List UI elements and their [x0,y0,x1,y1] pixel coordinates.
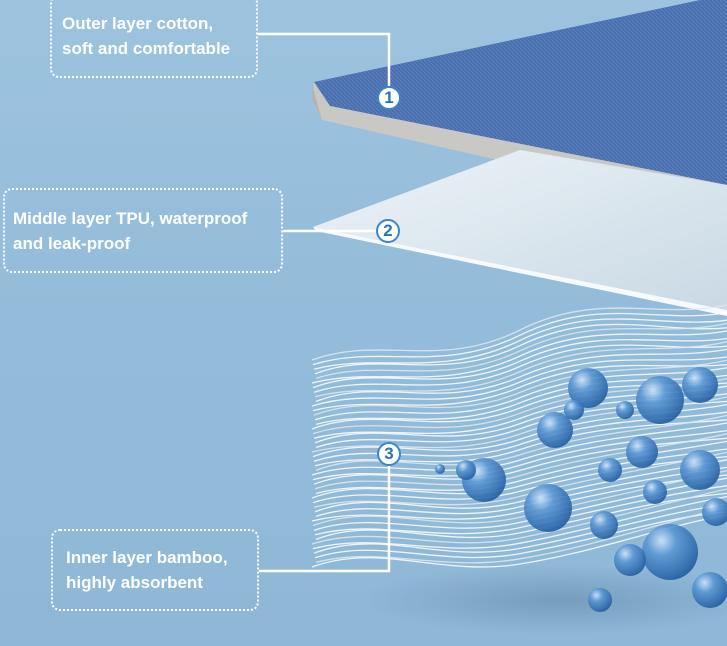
callout-inner-layer: Inner layer bamboo, highly absorbent [51,529,259,611]
water-droplets [435,367,727,612]
fiber-strand [314,323,727,375]
fiber-strand [314,459,727,513]
tpu-layer [313,150,727,316]
water-droplet-icon [537,412,573,448]
fiber-strand [312,363,727,412]
water-droplet-icon [598,458,622,482]
layer-number-badge-1: 1 [377,86,401,110]
water-droplet-icon [614,544,646,576]
shadow-bottom [360,565,727,635]
water-droplet-icon [642,524,698,580]
fiber-strand [315,414,727,472]
fiber-strand [311,448,727,499]
water-droplet-icon [524,484,572,532]
water-droplet-icon [435,464,445,474]
layer-number-badge-2: 2 [376,219,400,243]
fiber-strand [315,440,727,495]
water-droplet-icon [456,460,476,480]
fiber-strand [313,318,727,370]
fiber-strand [313,437,727,485]
water-droplet-icon [626,436,658,468]
fiber-strand [315,348,727,403]
water-droplet-icon [643,480,667,504]
fiber-strand [311,356,727,407]
callout-outer-layer: Outer layer cotton, soft and comfortable [50,0,258,78]
fiber-strand [313,359,727,416]
fiber-strand [314,433,727,490]
water-droplet-icon [564,400,584,420]
connector-lines [258,32,391,573]
fiber-strand [312,337,727,389]
callout-middle-layer-text: Middle layer TPU, waterproof and leak-pr… [13,208,248,253]
callout-inner-layer-text: Inner layer bamboo, highly absorbent [66,548,228,592]
bamboo-fibers [311,304,727,568]
fiber-strand [311,330,727,384]
fiber-strand [315,506,727,564]
fiber-strand [312,455,727,504]
water-droplet-icon [616,401,634,419]
fiber-strand [313,344,727,393]
water-droplet-icon [590,511,618,539]
water-droplet-icon [680,450,720,490]
fiber-strand [315,492,727,541]
callout-outer-layer-text: Outer layer cotton, soft and comfortable [62,14,231,58]
water-droplet-icon [636,376,684,424]
fiber-strand [312,495,727,550]
fiber-strand [312,429,727,481]
fiber-strand [312,469,727,527]
fiber-strand [315,466,727,518]
water-droplet-icon [588,588,612,612]
callout-middle-layer: Middle layer TPU, waterproof and leak-pr… [3,188,283,273]
fiber-strand [315,322,727,380]
water-droplet-icon [568,368,608,408]
fiber-strand [314,367,727,421]
fiber-strand [314,341,727,398]
fiber-strand [311,474,727,522]
fiber-strand [313,451,727,508]
fiber-strand [311,488,727,545]
fiber-strand [314,511,727,559]
fiber-strand [311,422,727,476]
water-droplet-icon [702,498,727,526]
water-droplet-icon [692,572,727,608]
fiber-strand [313,503,727,554]
fiber-strand [314,419,727,467]
fiber-strand [312,311,727,366]
layer-number-badge-3: 3 [377,442,401,466]
water-droplet-icon [682,367,718,403]
fiber-strand [311,304,727,361]
